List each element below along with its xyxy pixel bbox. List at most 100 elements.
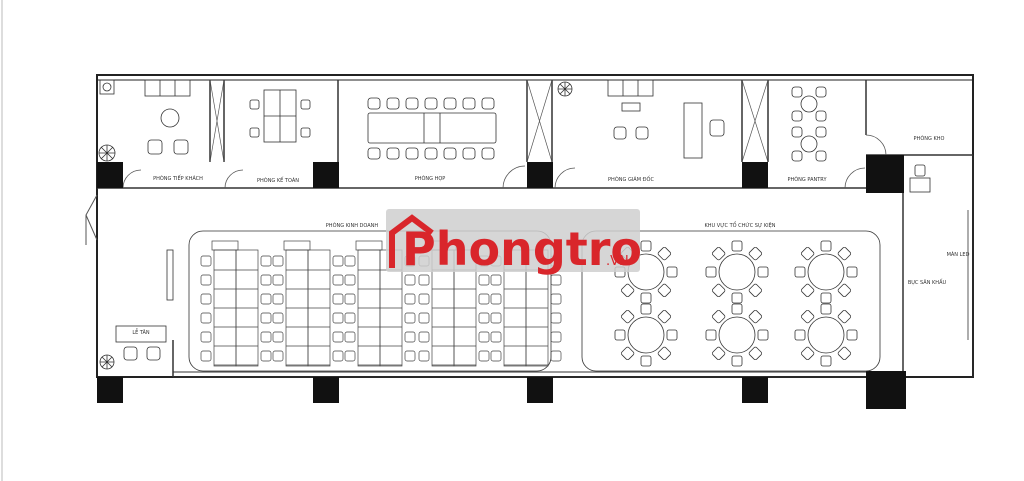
event-chair: [731, 240, 743, 252]
sales-chair: [260, 274, 272, 286]
event-chair: [711, 246, 726, 261]
sales-chair: [550, 274, 562, 286]
sales-chair: [260, 350, 272, 362]
sales-chair: [344, 293, 356, 305]
sales-chair: [490, 274, 502, 286]
event-chair: [620, 283, 635, 298]
pillars: [97, 155, 906, 409]
sales-cabinet: [211, 240, 239, 251]
event-chair: [748, 309, 763, 324]
sales-chair: [404, 274, 416, 286]
watermark-brand: Phongtro: [402, 222, 642, 276]
sales-chair: [404, 293, 416, 305]
event-table: [718, 316, 756, 354]
event-table: [627, 316, 665, 354]
event-chair: [748, 346, 763, 361]
sales-chair: [550, 331, 562, 343]
event-chair: [846, 329, 858, 341]
sales-chair: [272, 293, 284, 305]
event-chair: [748, 283, 763, 298]
meeting-chair: [367, 147, 381, 160]
label-stage: BỤC SÂN KHẤU: [908, 278, 947, 286]
event-chair: [794, 266, 806, 278]
event-chair: [640, 292, 652, 304]
watermark: Phongtro .VN: [386, 209, 642, 276]
event-chair: [846, 266, 858, 278]
label-reception-lounge: PHÒNG TIẾP KHÁCH: [153, 174, 203, 182]
event-chair: [800, 283, 815, 298]
event-chair: [800, 246, 815, 261]
event-chair: [820, 355, 832, 367]
event-chair: [711, 283, 726, 298]
sales-chair: [272, 274, 284, 286]
sales-chair: [200, 350, 212, 362]
event-chair: [820, 240, 832, 252]
event-chair: [614, 329, 626, 341]
director-furniture: [557, 79, 725, 159]
event-chair: [711, 346, 726, 361]
label-event-area: KHU VỰC TỔ CHỨC SỰ KIỆN: [705, 221, 776, 229]
sales-chair: [344, 274, 356, 286]
sales-chair: [490, 331, 502, 343]
sales-chair: [550, 293, 562, 305]
sales-chair: [478, 331, 490, 343]
event-chair: [800, 309, 815, 324]
event-chair: [657, 346, 672, 361]
pantry-chair: [791, 150, 803, 162]
sales-chair: [332, 350, 344, 362]
sales-chair: [478, 350, 490, 362]
sales-chair: [478, 312, 490, 324]
event-chair: [711, 309, 726, 324]
sales-chair: [272, 350, 284, 362]
sales-chair: [418, 350, 430, 362]
label-pantry: PHÒNG PANTRY: [787, 176, 827, 183]
event-chair: [837, 309, 852, 324]
event-chair: [705, 266, 717, 278]
sales-chair: [332, 331, 344, 343]
event-chair: [657, 309, 672, 324]
pantry-chair: [815, 86, 827, 98]
label-meeting: PHÒNG HỌP: [415, 175, 446, 182]
meeting-chair: [462, 97, 476, 110]
sales-chair: [404, 350, 416, 362]
pantry-chair: [791, 110, 803, 122]
sales-chair: [404, 331, 416, 343]
sales-chair: [200, 255, 212, 267]
meeting-chair: [481, 147, 495, 160]
label-director: PHÒNG GIÁM ĐỐC: [608, 175, 654, 183]
sales-chair: [478, 274, 490, 286]
stage-area: [909, 155, 974, 377]
sales-chair: [332, 255, 344, 267]
sales-chair: [550, 312, 562, 324]
event-chair: [837, 246, 852, 261]
sales-chair: [260, 312, 272, 324]
event-chair: [748, 246, 763, 261]
sales-chair: [332, 293, 344, 305]
event-chair: [640, 240, 652, 252]
pantry-chair: [815, 110, 827, 122]
meeting-chair: [424, 97, 438, 110]
event-chair: [620, 346, 635, 361]
label-front-desk: LỄ TÂN: [132, 328, 150, 336]
label-accounting: PHÒNG KẾ TOÁN: [257, 176, 299, 184]
sales-chair: [200, 312, 212, 324]
sales-chair: [418, 331, 430, 343]
sales-chair: [478, 293, 490, 305]
sales-chair: [332, 274, 344, 286]
meeting-chair: [386, 97, 400, 110]
sales-chair: [344, 312, 356, 324]
sales-chair: [344, 350, 356, 362]
sales-chair: [490, 312, 502, 324]
sales-chair: [404, 312, 416, 324]
event-chair: [794, 329, 806, 341]
meeting-chair: [405, 97, 419, 110]
pantry-chair: [815, 150, 827, 162]
pantry-chair: [791, 126, 803, 138]
event-chair: [640, 303, 652, 315]
event-chair: [820, 292, 832, 304]
event-chair: [731, 355, 743, 367]
sales-chair: [272, 255, 284, 267]
sales-chair: [272, 331, 284, 343]
event-table: [718, 253, 756, 291]
door-swings: [122, 134, 887, 189]
